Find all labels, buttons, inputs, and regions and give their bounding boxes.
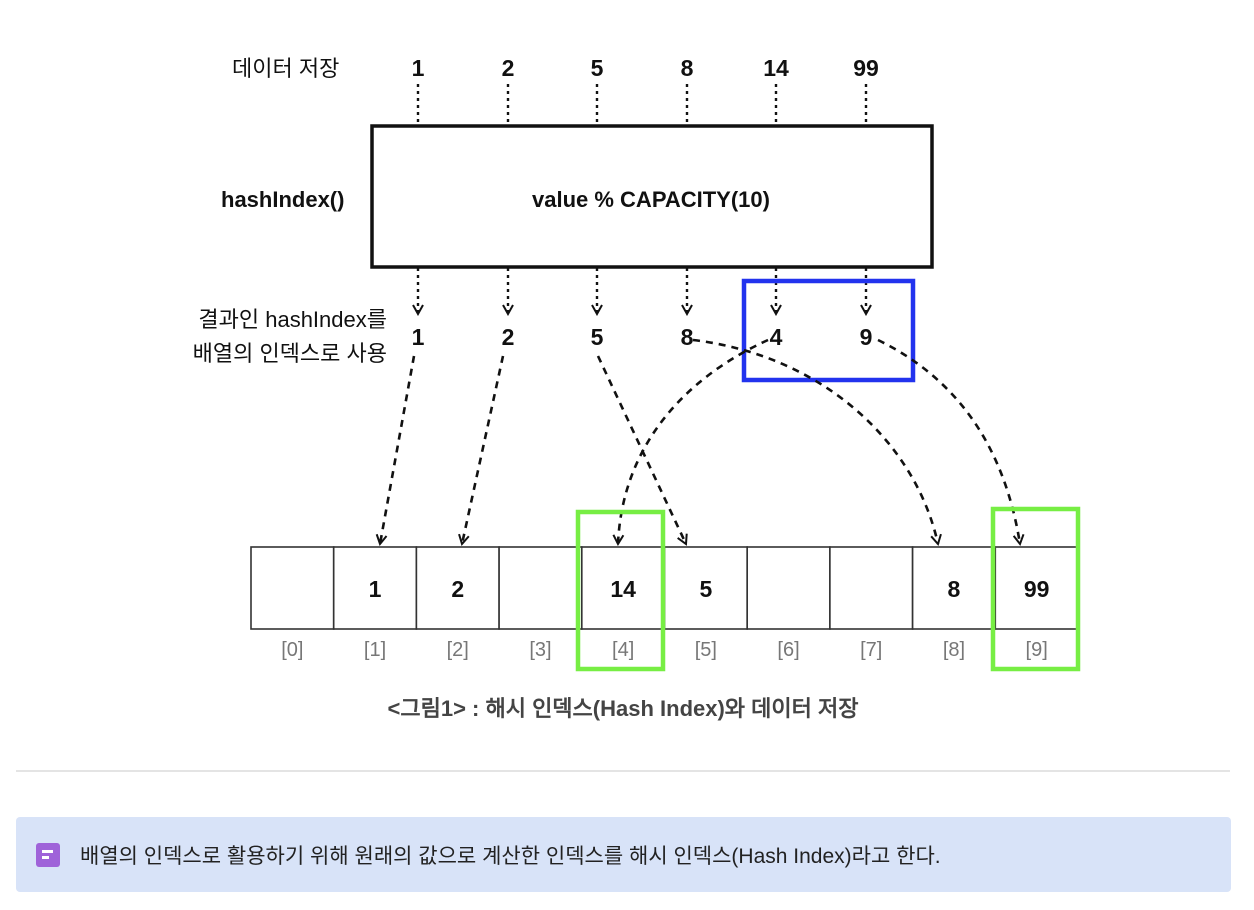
array-index-label-0: [0] [281, 639, 303, 661]
array: [0] 1 [1] 2 [2] [3] 14 [4] 5 [5] [6] [7] 8 [8] 99 [9] [250, 546, 1079, 661]
note-icon [36, 842, 60, 867]
array-cell-value-8: 8 [948, 576, 961, 602]
array-cell-value-1: 1 [369, 576, 382, 602]
hash-result-1: 2 [502, 324, 515, 350]
array-cell-value-2: 2 [451, 576, 464, 602]
array-highlight-index-4 [575, 509, 666, 672]
map-arrow-14 [618, 338, 769, 544]
hash-formula: value % CAPACITY(10) [532, 187, 770, 212]
note-callout: 배열의 인덱스로 활용하기 위해 원래의 값으로 계산한 인덱스를 해시 인덱스… [16, 817, 1231, 892]
array-cell-value-5: 5 [699, 576, 712, 602]
array-cell-8 [911, 546, 997, 630]
output-connectors [418, 268, 866, 314]
hash-function-label: hashIndex() [221, 187, 344, 212]
array-index-label-9: [9] [1026, 639, 1048, 661]
array-cell-value-4: 14 [610, 576, 636, 602]
map-arrow-5 [596, 355, 686, 544]
map-arrow-1 [380, 355, 416, 544]
map-arrow-8 [692, 338, 938, 544]
array-cell-4 [580, 546, 666, 630]
array-cell-value-9: 99 [1024, 576, 1050, 602]
mapping-arrows [380, 338, 1020, 544]
array-index-label-4: [4] [612, 639, 634, 661]
input-value-2: 5 [591, 55, 604, 81]
section-divider [16, 770, 1230, 772]
hash-result-3: 8 [681, 324, 694, 350]
array-cell-6 [746, 546, 831, 630]
input-value-3: 8 [681, 55, 694, 81]
array-index-label-1: [1] [364, 639, 386, 661]
array-index-label-3: [3] [529, 639, 551, 661]
store-label: 데이터 저장 [232, 56, 339, 81]
hash-result-5: 9 [860, 324, 873, 350]
figure-caption: <그림1> : 해시 인덱스(Hash Index)와 데이터 저장 [388, 696, 859, 721]
hash-result-4: 4 [770, 324, 783, 350]
input-value-1: 2 [502, 55, 515, 81]
array-index-label-6: [6] [777, 639, 799, 661]
input-value-5: 99 [853, 55, 879, 81]
array-index-label-7: [7] [860, 639, 882, 661]
result-label-line2: 배열의 인덱스로 사용 [193, 341, 387, 366]
note-text: 배열의 인덱스로 활용하기 위해 원래의 값으로 계산한 인덱스를 해시 인덱스… [80, 844, 941, 868]
input-connectors [416, 84, 868, 126]
array-highlight-index-9 [990, 506, 1081, 672]
array-cell-1 [332, 546, 418, 630]
input-value-0: 1 [412, 55, 425, 81]
array-cell-0 [250, 546, 335, 630]
result-label-line1: 결과인 hashIndex를 [198, 307, 387, 332]
hash-function-box [370, 124, 934, 269]
map-arrow-2 [462, 355, 505, 544]
hash-result-values: 1 2 5 8 4 9 [412, 324, 873, 350]
array-index-label-2: [2] [447, 639, 469, 661]
map-arrow-99 [877, 338, 1020, 544]
input-value-4: 14 [763, 55, 789, 81]
result-highlight-box [741, 278, 916, 383]
array-cell-7 [829, 546, 914, 630]
array-index-label-5: [5] [695, 639, 717, 661]
input-values: 1 2 5 8 14 99 [412, 55, 879, 81]
array-index-label-8: [8] [943, 639, 965, 661]
hash-result-2: 5 [591, 324, 604, 350]
hash-index-diagram: 데이터 저장 hashIndex() 결과인 hashIndex를 배열의 인덱… [193, 55, 1081, 721]
array-cell-3 [498, 546, 583, 630]
hash-result-0: 1 [412, 324, 425, 350]
